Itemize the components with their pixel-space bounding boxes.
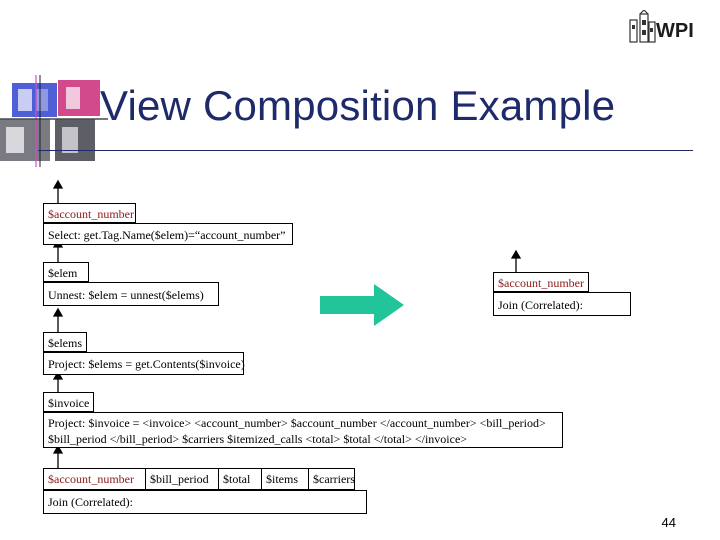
project-contents-box: Project: $elems = get.Contents($invoice) [43, 352, 245, 375]
logo-text: WPI [656, 20, 694, 42]
elem-output-box: $elem [43, 262, 89, 282]
select-operator-box: Select: get.Tag.Name($elem)=“account_num… [43, 223, 293, 245]
join-output-columns: $account_number $bill_period $total $ite… [43, 468, 355, 490]
unnest-operator-box: Unnest: $elem = unnest($elems) [43, 282, 219, 306]
db-logo-graphic [0, 75, 108, 167]
column-items: $items [262, 469, 309, 489]
elems-output-box: $elems [43, 332, 87, 352]
join-operator-box: Join (Correlated): [43, 490, 367, 514]
column-total: $total [219, 469, 262, 489]
project-invoice-line1: Project: $invoice = <invoice> <account_n… [48, 416, 546, 430]
column-bill-period: $bill_period [146, 469, 219, 489]
invoice-output-box: $invoice [43, 392, 94, 412]
wpi-logo: WPI [628, 10, 708, 46]
project-invoice-box: Project: $invoice = <invoice> <account_n… [43, 412, 563, 448]
column-carriers: $carriers [313, 472, 355, 486]
castle-icon [629, 10, 656, 43]
project-invoice-line2: $bill_period </bill_period> $carriers $i… [48, 432, 468, 446]
right-output-box: $account_number [493, 272, 589, 292]
column-account-number: $account_number [44, 469, 146, 489]
select-output-box: $account_number [43, 203, 136, 223]
title-underline [38, 150, 693, 151]
right-arrow-icon [320, 284, 404, 326]
page-title: View Composition Example [100, 82, 616, 129]
page-number: 44 [661, 515, 676, 530]
right-join-box: Join (Correlated): [493, 292, 631, 316]
